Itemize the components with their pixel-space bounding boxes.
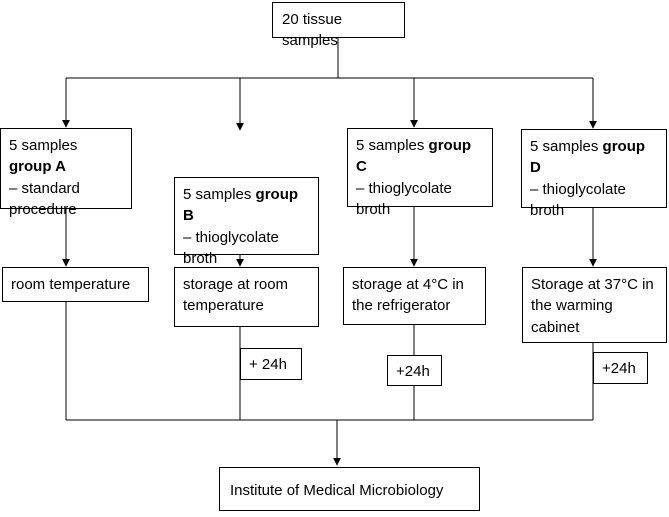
group-b-desc-2: broth xyxy=(183,249,218,267)
storage-a-line-1: room temperature xyxy=(11,276,131,293)
storage-d-line-1: Storage at 37°C in xyxy=(531,276,654,293)
time-b-label: + 24h xyxy=(249,356,287,373)
storage-a-box: room temperature xyxy=(2,267,149,302)
group-c-box: 5 samples group C – thioglycolate broth xyxy=(347,128,493,218)
destination-label: Institute of Medical Microbiology xyxy=(230,482,444,499)
time-b-tag: + 24h xyxy=(240,348,302,380)
storage-b-line-1: storage at room xyxy=(183,276,289,293)
storage-b-box: storage at room temperature xyxy=(174,267,319,327)
time-d-label: +24h xyxy=(602,360,636,377)
storage-c-box: storage at 4°C in the refrigerator xyxy=(343,267,486,325)
group-b-box: 5 samples group B – thioglycolate broth xyxy=(174,177,319,267)
time-d-tag: +24h xyxy=(593,352,648,384)
group-d-prefix: 5 samples xyxy=(530,138,603,155)
storage-c-line-2: the refrigerator xyxy=(352,297,451,315)
group-b-desc-1: – thioglycolate xyxy=(183,228,279,246)
group-b-label: group B xyxy=(183,186,299,225)
time-c-label: +24h xyxy=(396,363,430,380)
destination-box: Institute of Medical Microbiology xyxy=(219,467,480,511)
group-d-label: group D xyxy=(530,138,646,177)
storage-b-line-2: temperature xyxy=(183,297,264,315)
group-c-prefix: 5 samples xyxy=(356,137,429,154)
group-d-desc-2: broth xyxy=(530,201,565,219)
group-a-desc-2: procedure xyxy=(9,200,77,218)
storage-d-line-2: the warming xyxy=(531,297,613,315)
group-c-desc-1: – thioglycolate xyxy=(356,179,452,197)
root-label: 20 tissue samples xyxy=(282,11,343,50)
group-a-prefix: 5 samples xyxy=(9,137,78,154)
group-c-desc-2: broth xyxy=(356,200,391,218)
storage-d-box: Storage at 37°C in the warming cabinet xyxy=(522,267,667,343)
group-a-desc-1: – standard xyxy=(9,179,80,197)
group-d-desc-1: – thioglycolate xyxy=(530,180,626,198)
group-a-box: 5 samples group A – standard procedure xyxy=(0,128,132,218)
storage-c-line-1: storage at 4°C in xyxy=(352,276,464,293)
group-a-label: group A xyxy=(9,158,66,176)
group-c-label: group C xyxy=(356,137,472,176)
group-d-box: 5 samples group D – thioglycolate broth xyxy=(521,129,667,219)
time-c-tag: +24h xyxy=(387,355,442,386)
root-box: 20 tissue samples xyxy=(272,2,405,49)
storage-d-line-3: cabinet xyxy=(531,318,580,336)
group-b-prefix: 5 samples xyxy=(183,186,256,203)
